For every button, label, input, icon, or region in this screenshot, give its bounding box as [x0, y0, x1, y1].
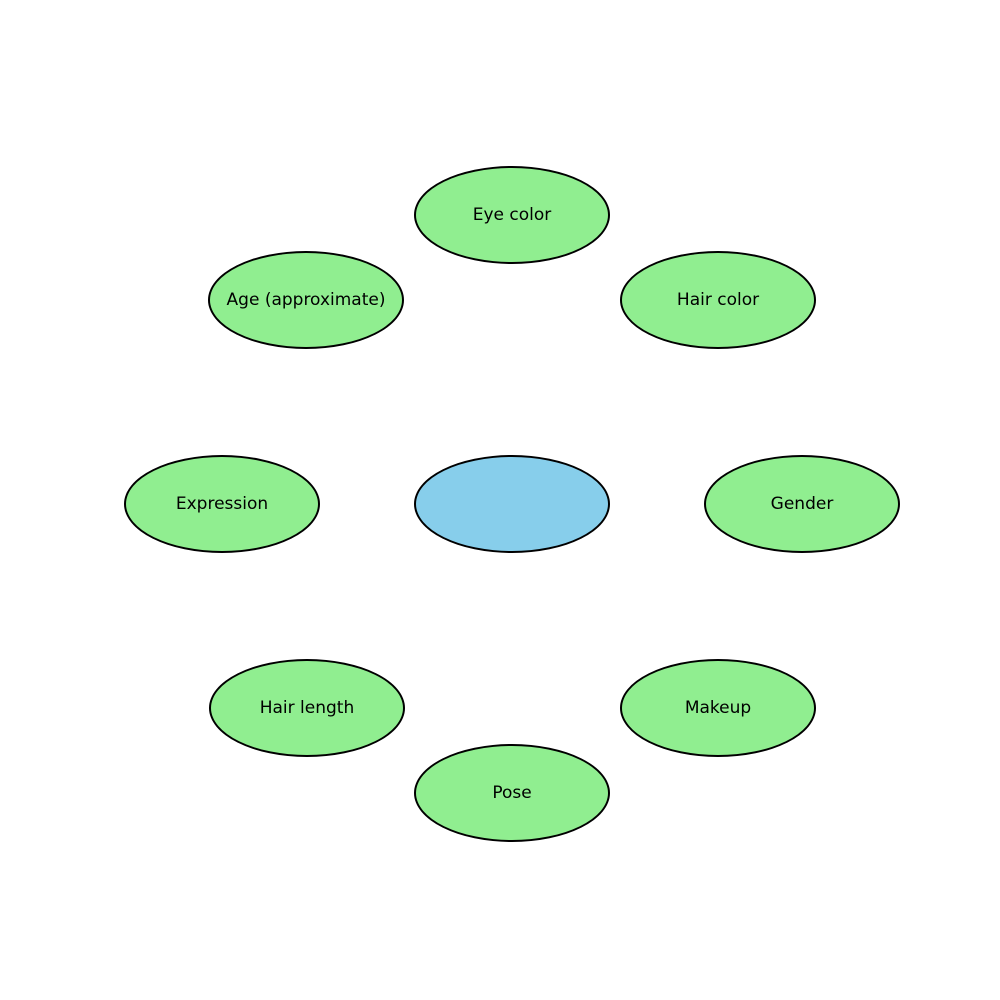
node-label-pose: Pose [492, 782, 532, 803]
node-label-gender: Gender [770, 493, 834, 514]
diagram-node-makeup: Makeup [620, 659, 816, 757]
node-label-age: Age (approximate) [226, 289, 386, 310]
diagram-node-eye-color: Eye color [414, 166, 610, 264]
diagram-node-gender: Gender [704, 455, 900, 553]
diagram-node-age: Age (approximate) [208, 251, 404, 349]
node-label-hair-length: Hair length [259, 697, 355, 718]
node-label-expression: Expression [175, 493, 269, 514]
diagram-node-hair-color: Hair color [620, 251, 816, 349]
diagram-node-hair-length: Hair length [209, 659, 405, 757]
node-label-makeup: Makeup [684, 697, 752, 718]
node-label-hair-color: Hair color [676, 289, 760, 310]
diagram-node-expression: Expression [124, 455, 320, 553]
diagram-node-center [414, 455, 610, 553]
node-label-eye-color: Eye color [472, 204, 552, 225]
diagram-node-pose: Pose [414, 744, 610, 842]
